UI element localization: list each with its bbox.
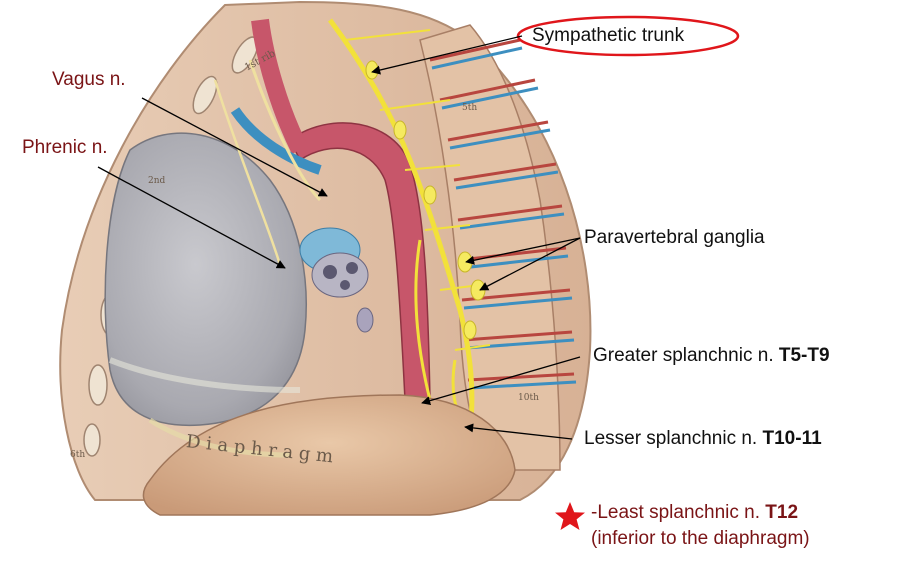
lesser-splanchnic-label: Lesser splanchnic n. T10-11 xyxy=(584,428,822,450)
diaphragm xyxy=(142,394,516,516)
fifth-rib-text: 5th xyxy=(462,103,477,113)
leader-vagus xyxy=(141,97,328,197)
lesser-splanchnic-text: Lesser splanchnic n. xyxy=(584,428,763,449)
leader-sympathetic xyxy=(371,35,523,75)
vagus-nerve xyxy=(248,59,322,202)
tenth-rib-text: 10th xyxy=(518,393,539,403)
leader-greater xyxy=(421,356,581,406)
second-rib-text: 2nd xyxy=(148,176,166,186)
phrenic-label: Phrenic n. xyxy=(22,137,108,158)
lesser-splanchnic-level: T10-11 xyxy=(762,428,822,449)
highlight-ellipse xyxy=(516,15,740,57)
phrenic-nerve xyxy=(213,79,282,266)
aorta xyxy=(289,122,431,401)
brachiocephalic-vein xyxy=(230,107,322,175)
leader-ganglia-2 xyxy=(479,237,581,291)
intercostal-vessels xyxy=(429,38,577,390)
leader-ganglia-1 xyxy=(465,237,581,265)
least-splanchnic-level: T12 xyxy=(765,502,799,523)
sympathetic-trunk-label: Sympathetic trunk xyxy=(532,25,685,46)
least-splanchnic-text: -Least splanchnic n. xyxy=(591,502,766,523)
subclavian-artery xyxy=(251,18,309,155)
leader-lines xyxy=(97,35,581,440)
paravertebral-label: Paravertebral ganglia xyxy=(584,227,765,248)
least-splanchnic-label: -Least splanchnic n. T12 xyxy=(591,502,798,524)
greater-splanchnic-label: Greater splanchnic n. T5-T9 xyxy=(593,345,830,367)
lung xyxy=(104,132,307,427)
greater-splanchnic-text: Greater splanchnic n. xyxy=(593,345,779,366)
hilum xyxy=(299,227,374,333)
leader-lesser xyxy=(464,423,573,440)
vagus-label: Vagus n. xyxy=(52,69,126,90)
leader-phrenic xyxy=(97,166,286,269)
star-icon xyxy=(555,502,585,530)
least-splanchnic-note: (inferior to the diaphragm) xyxy=(591,528,810,549)
greater-splanchnic-level: T5-T9 xyxy=(778,345,830,366)
sixth-rib-text: 6th xyxy=(70,450,85,460)
